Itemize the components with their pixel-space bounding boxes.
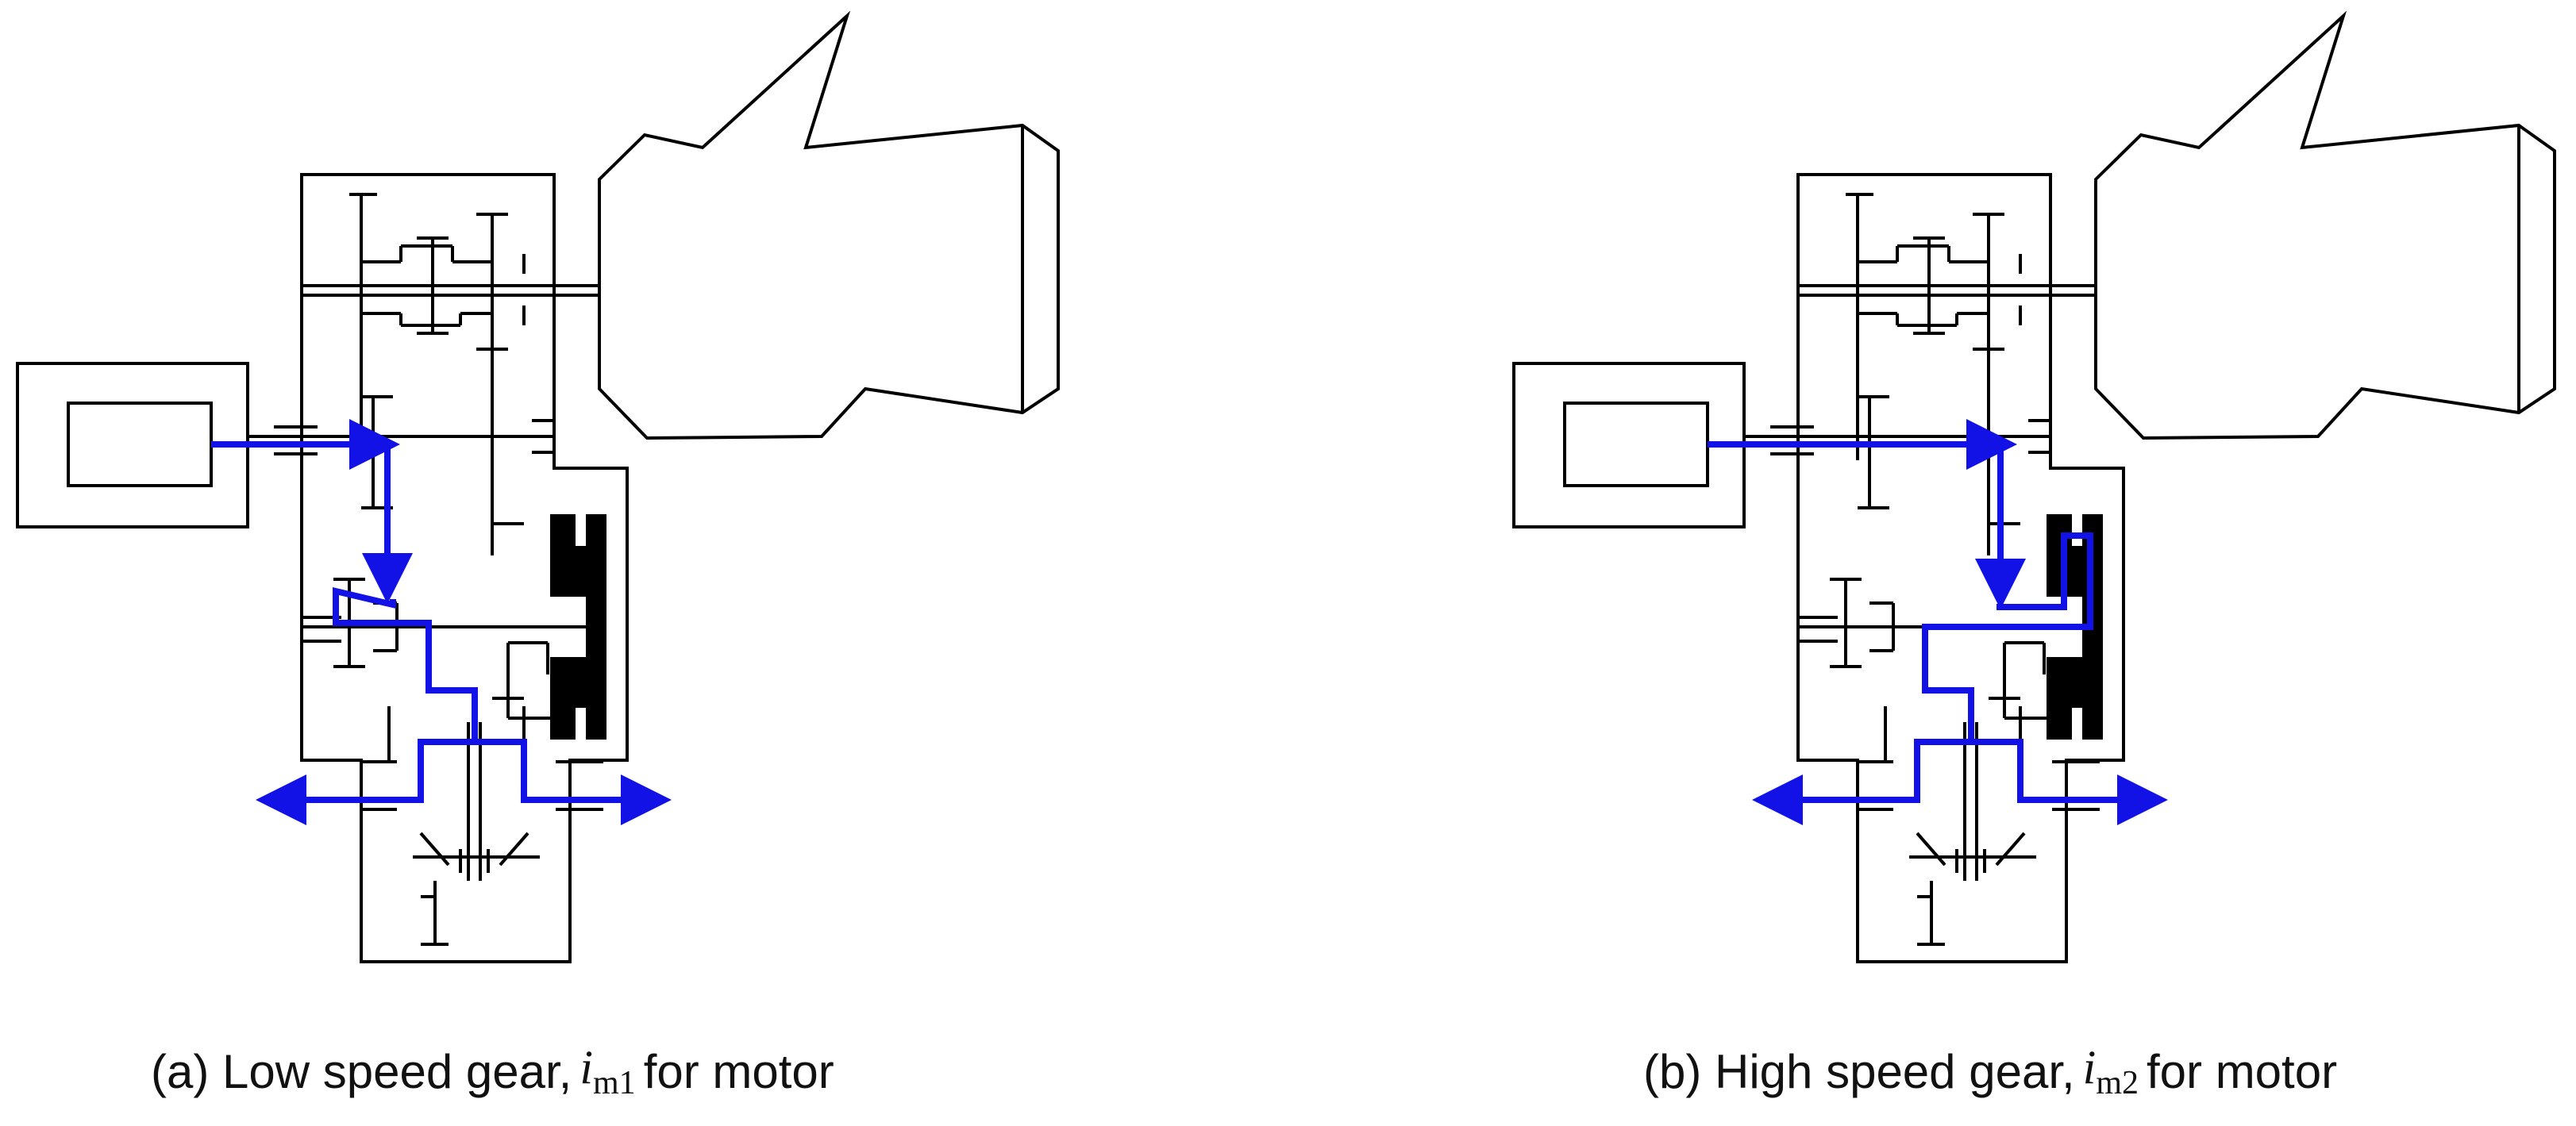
flow-path-a <box>278 586 478 803</box>
caption-b-suffix: for motor <box>2147 1044 2338 1098</box>
panel-a-low-speed <box>16 10 1060 963</box>
power-flow-a <box>211 419 672 825</box>
caption-a-symbol-base: i <box>580 1041 594 1093</box>
caption-a-symbol: im1 <box>580 1040 635 1102</box>
panel-b-high-speed <box>1512 10 2556 963</box>
motor-rotor-b <box>1563 402 1709 487</box>
caption-a-symbol-sub: m1 <box>593 1065 636 1101</box>
engine-block-b <box>2094 10 2556 440</box>
clutch-disc-a <box>586 514 606 740</box>
caption-b-symbol-base: i <box>2082 1041 2097 1093</box>
caption-b-symbol: im2 <box>2083 1040 2139 1102</box>
caption-b-symbol-sub: m2 <box>2096 1065 2139 1101</box>
caption-a-suffix: for motor <box>643 1044 834 1098</box>
flow-path-b <box>1774 532 2093 803</box>
engine-block-a <box>598 10 1060 440</box>
caption-a-prefix: (a) Low speed gear, <box>151 1044 572 1098</box>
caption-b: (b) High speed gear, im2 for motor <box>1643 1032 2337 1111</box>
power-flow-b <box>1708 419 2168 825</box>
caption-b-prefix: (b) High speed gear, <box>1643 1044 2075 1098</box>
caption-a: (a) Low speed gear, im1 for motor <box>151 1032 834 1111</box>
motor-rotor-a <box>67 402 213 487</box>
